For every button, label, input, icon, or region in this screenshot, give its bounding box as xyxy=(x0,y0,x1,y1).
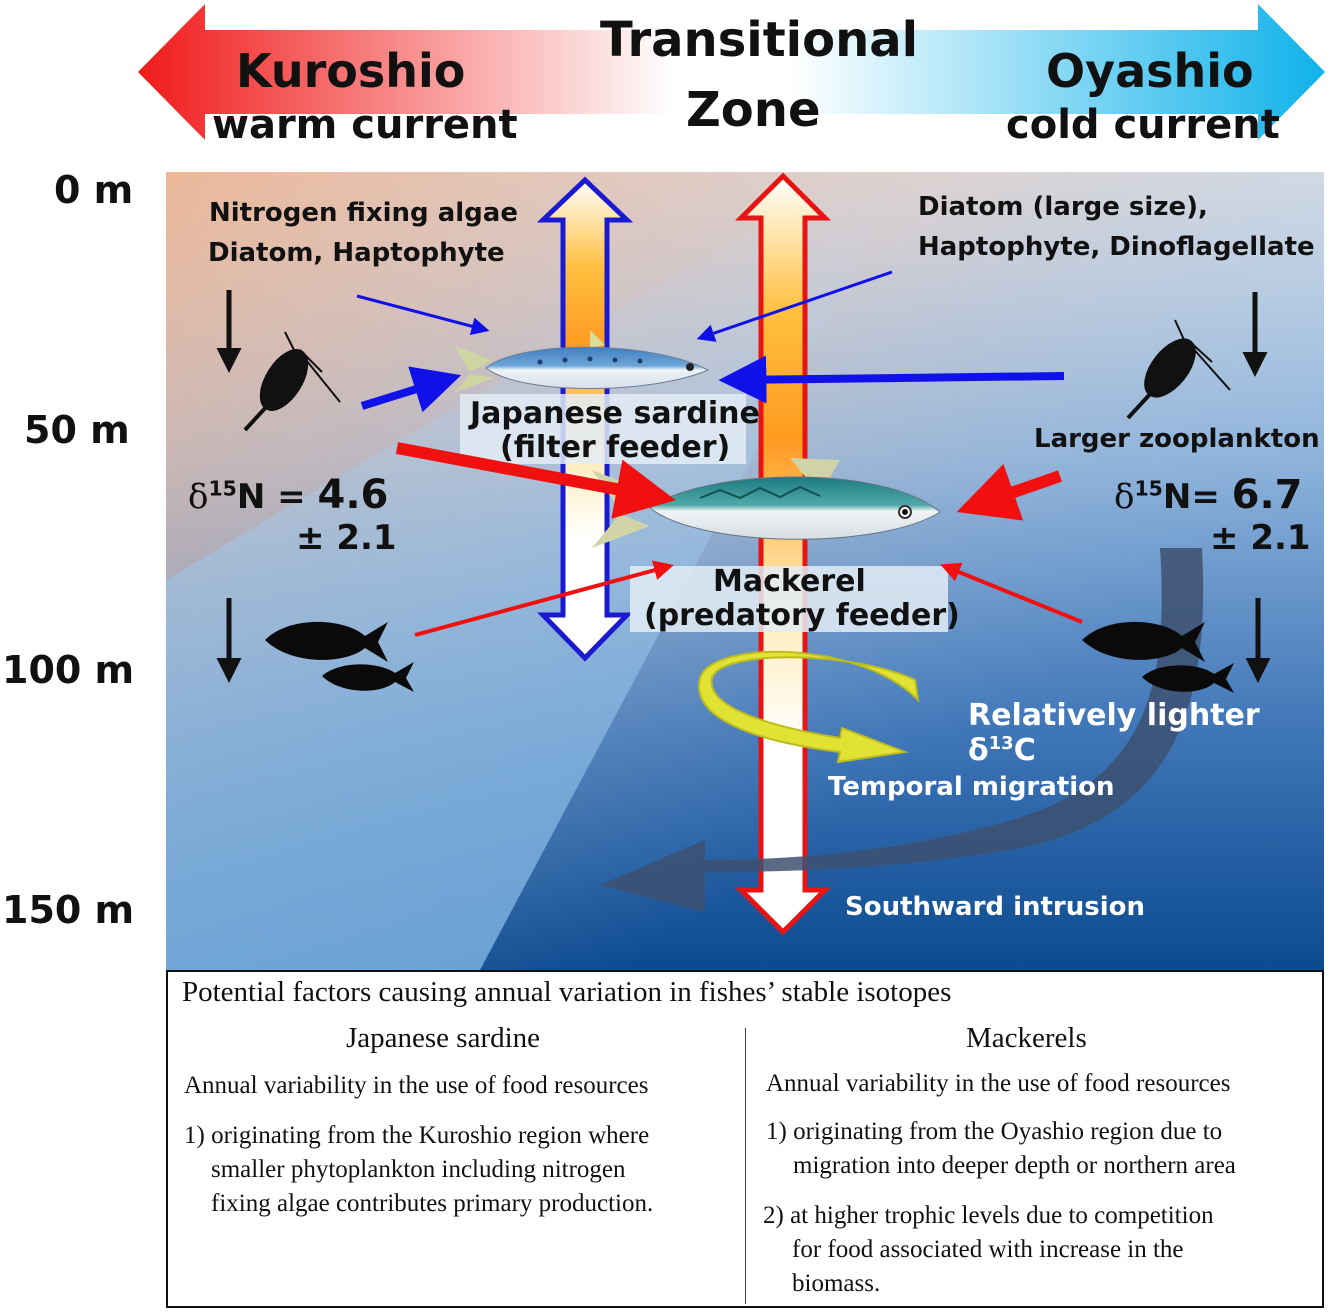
left-copepod-icon xyxy=(243,331,341,432)
temporal-migration-label: Temporal migration xyxy=(828,772,1115,802)
mackerel-item2-line1: 2) at higher trophic levels due to compe… xyxy=(763,1202,1214,1229)
sardine-item1-line1: 1) originating from the Kuroshio region … xyxy=(184,1122,650,1149)
mackerel-panel-heading: Mackerels xyxy=(966,1022,1087,1054)
sardine-illustration xyxy=(455,330,710,392)
southward-intrusion-label: Southward intrusion xyxy=(845,892,1146,922)
right-delta-sd: ± 2.1 xyxy=(1210,518,1311,558)
mackerel-label-line1: Mackerel xyxy=(713,564,866,599)
mackerel-item1-line2: migration into deeper depth or northern … xyxy=(793,1152,1236,1179)
oyashio-subtitle: cold current xyxy=(1006,102,1280,148)
kuroshio-title: Kuroshio xyxy=(236,44,466,98)
transitional-zone-title-line2: Zone xyxy=(686,82,821,138)
right-copepod-icon xyxy=(1126,319,1231,420)
lighter-delta13c-label: Relatively lighter δ13C xyxy=(968,698,1332,768)
right-delta-label: N= xyxy=(1162,477,1232,517)
mackerel-item2-line3: biomass. xyxy=(792,1270,881,1297)
mackerel-label-line2: (predatory feeder) xyxy=(644,598,960,633)
sardine-label-line2: (filter feeder) xyxy=(500,430,731,465)
current-gradient-arrow xyxy=(138,4,1325,140)
panel-title: Potential factors causing annual variati… xyxy=(182,976,952,1008)
depth-label-100: 100 m xyxy=(2,648,135,692)
left-small-fish-icon xyxy=(265,621,414,692)
sardine-label-line1: Japanese sardine xyxy=(470,396,760,431)
mackerel-item2-line2: for food associated with increase in the xyxy=(792,1236,1184,1263)
kuroshio-subtitle: warm current xyxy=(212,102,518,148)
right-small-fish-icon xyxy=(1082,621,1234,693)
mackerel-panel-subheading: Annual variability in the use of food re… xyxy=(766,1070,1231,1097)
left-delta15n: δ15N = 4.6 xyxy=(188,472,388,518)
carbon-unit: C xyxy=(1013,733,1036,768)
southward-intrusion-arrow xyxy=(600,548,1204,912)
left-delta-sup: 15 xyxy=(208,476,237,501)
sardine-panel-heading: Japanese sardine xyxy=(346,1022,541,1054)
left-delta-value: 4.6 xyxy=(317,472,389,518)
depth-label-50: 50 m xyxy=(24,408,130,452)
carbon-label: Relatively lighter δ xyxy=(968,698,1260,768)
temporal-migration-arrow xyxy=(698,650,920,764)
carbon-sup: 13 xyxy=(988,733,1014,754)
mackerel-illustration xyxy=(592,458,941,548)
sardine-item1-line2: smaller phytoplankton including nitrogen xyxy=(211,1156,626,1183)
sardine-panel-subheading: Annual variability in the use of food re… xyxy=(184,1072,649,1099)
right-delta-sup: 15 xyxy=(1134,476,1163,501)
sardine-item1-line3: fixing algae contributes primary product… xyxy=(211,1190,654,1217)
left-delta-label: N = xyxy=(236,477,318,517)
left-delta-symbol: δ xyxy=(188,477,209,517)
right-phytoplankton-line2: Haptophyte, Dinoflagellate xyxy=(918,232,1315,262)
left-delta-sd: ± 2.1 xyxy=(296,518,397,558)
mackerel-item1-line1: 1) originating from the Oyashio region d… xyxy=(766,1118,1223,1145)
right-phytoplankton-line1: Diatom (large size), xyxy=(918,192,1208,222)
depth-label-0: 0 m xyxy=(54,168,134,212)
right-delta-symbol: δ xyxy=(1114,477,1135,517)
transitional-zone-title-line1: Transitional xyxy=(600,12,919,68)
right-delta-value: 6.7 xyxy=(1231,472,1303,518)
panel-divider xyxy=(745,1028,746,1304)
depth-label-150: 150 m xyxy=(2,888,135,932)
larger-zooplankton-label: Larger zooplankton xyxy=(1034,424,1320,454)
left-phytoplankton-line2: Diatom, Haptophyte xyxy=(208,238,505,268)
oyashio-title: Oyashio xyxy=(1046,44,1254,98)
right-delta15n: δ15N= 6.7 xyxy=(1114,472,1303,518)
left-phytoplankton-line1: Nitrogen fixing algae xyxy=(209,198,518,228)
